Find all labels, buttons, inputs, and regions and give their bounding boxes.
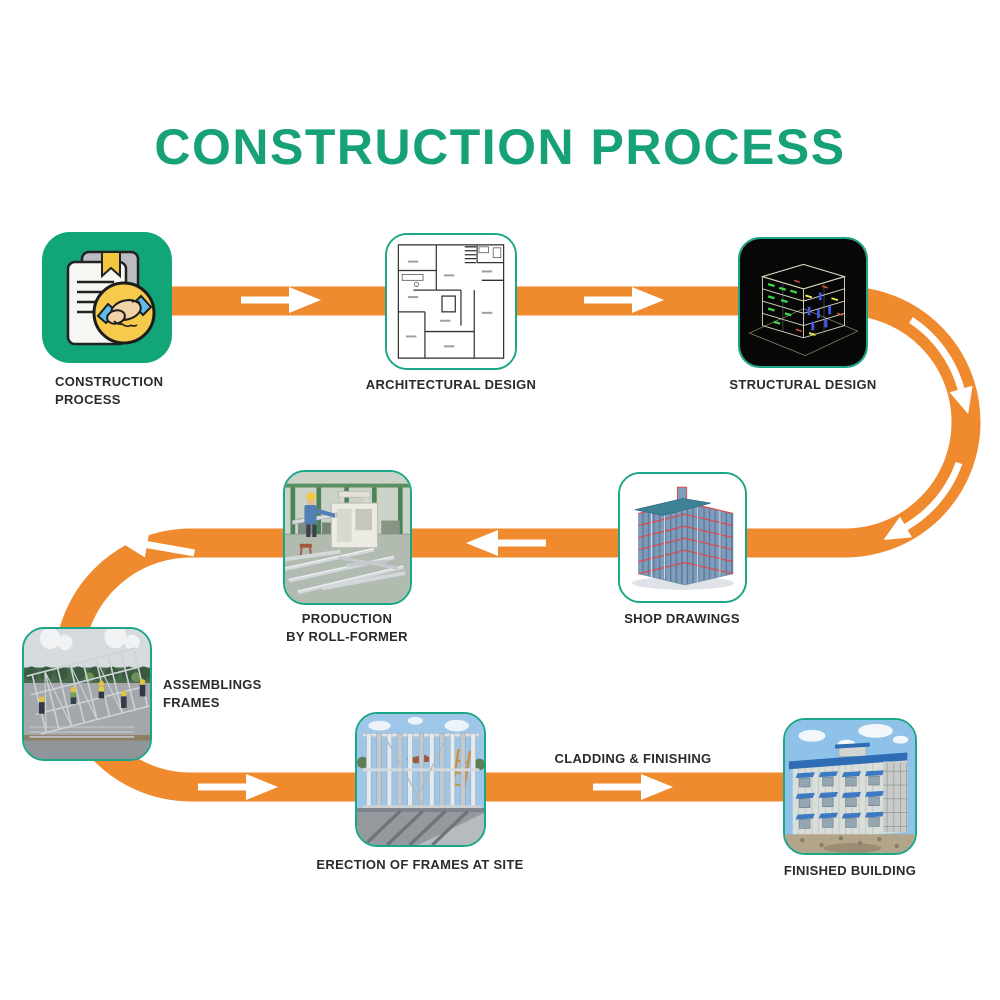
step-label-construction-process: CONSTRUCTION PROCESS bbox=[55, 374, 164, 408]
step-label-architectural-design: ARCHITECTURAL DESIGN bbox=[365, 377, 537, 392]
frame-assembly-photo bbox=[24, 629, 150, 759]
step-label-erection: ERECTION OF FRAMES AT SITE bbox=[316, 857, 524, 872]
roll-former-factory-image bbox=[285, 472, 410, 603]
erection-card bbox=[355, 712, 486, 847]
page-title: CONSTRUCTION PROCESS bbox=[154, 119, 846, 175]
floor-plan-image bbox=[387, 235, 515, 368]
step-label-shop-drawings: SHOP DRAWINGS bbox=[624, 611, 740, 626]
contract-handshake-icon bbox=[66, 250, 156, 346]
cad-wireframe-image bbox=[740, 239, 866, 366]
step-label-production: PRODUCTION BY ROLL-FORMER bbox=[286, 611, 408, 645]
finished-building-card bbox=[783, 718, 917, 855]
flow-curve-arrow-icon bbox=[904, 461, 963, 531]
step-label-finished-building: FINISHED BUILDING bbox=[783, 863, 917, 878]
shop-drawings-card bbox=[618, 472, 747, 603]
construction-process-card bbox=[42, 232, 172, 363]
production-card bbox=[283, 470, 412, 605]
finished-building-photo bbox=[785, 720, 915, 853]
steel-frame-render-image bbox=[620, 474, 745, 601]
step-label-assemblings-frames: ASSEMBLINGS FRAMES bbox=[163, 677, 262, 711]
step-label-structural-design: STRUCTURAL DESIGN bbox=[729, 377, 877, 392]
step-label-cladding-finishing: CLADDING & FINISHING bbox=[554, 751, 712, 766]
structural-design-card bbox=[738, 237, 868, 368]
frame-erection-photo bbox=[357, 714, 484, 845]
assemblings-frames-card bbox=[22, 627, 152, 761]
flow-curve-arrow-icon bbox=[909, 317, 965, 390]
architectural-design-card bbox=[385, 233, 517, 370]
